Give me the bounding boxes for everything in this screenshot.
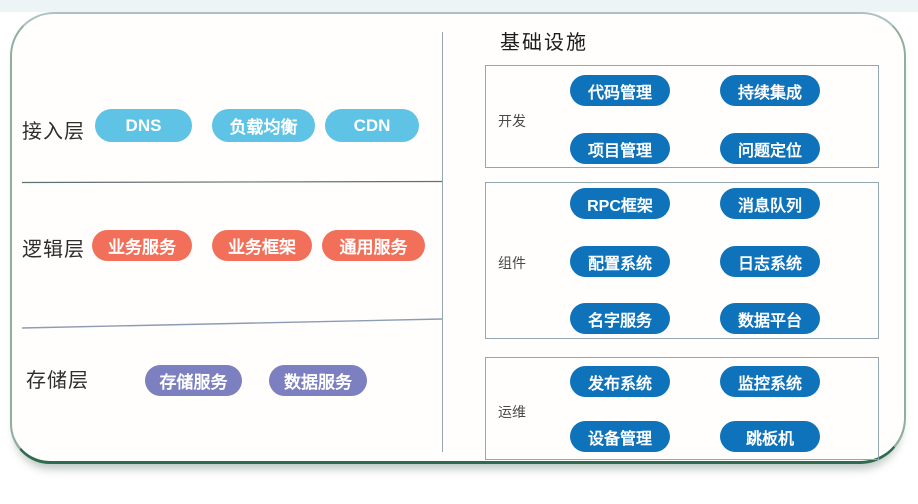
center-divider [442, 32, 443, 452]
architecture-diagram-card: 接入层 DNS 负载均衡 CDN 逻辑层 业务服务 业务框架 通用服务 存储层 … [10, 12, 906, 464]
background-strip [0, 0, 918, 12]
node-project-management: 项目管理 [570, 133, 670, 164]
node-device-management: 设备管理 [570, 421, 670, 452]
node-cdn: CDN [325, 109, 419, 142]
layer-label-logic: 逻辑层 [22, 239, 85, 261]
node-business-service: 业务服务 [92, 230, 192, 261]
layer-label-storage: 存储层 [26, 370, 89, 392]
node-business-framework: 业务框架 [212, 230, 312, 261]
node-message-queue: 消息队列 [720, 188, 820, 219]
node-config-system: 配置系统 [570, 246, 670, 277]
layer-label-access: 接入层 [22, 121, 85, 143]
node-continuous-integration: 持续集成 [720, 75, 820, 106]
infrastructure-title: 基础设施 [500, 32, 588, 54]
node-release-system: 发布系统 [570, 366, 670, 397]
node-code-management: 代码管理 [570, 75, 670, 106]
node-data-platform: 数据平台 [720, 303, 820, 334]
node-load-balancer: 负载均衡 [212, 109, 315, 142]
node-dns: DNS [95, 109, 192, 142]
node-storage-service: 存储服务 [145, 365, 242, 396]
group-label-ops: 运维 [498, 404, 526, 420]
group-box-components: 组件 RPC框架 消息队列 配置系统 日志系统 名字服务 数据平台 [485, 182, 879, 339]
node-issue-locating: 问题定位 [720, 133, 820, 164]
node-jump-server: 跳板机 [720, 421, 820, 452]
node-monitoring-system: 监控系统 [720, 366, 820, 397]
node-data-service: 数据服务 [269, 365, 367, 396]
node-log-system: 日志系统 [720, 246, 820, 277]
node-general-service: 通用服务 [322, 230, 425, 261]
node-naming-service: 名字服务 [570, 303, 670, 334]
group-box-dev: 开发 代码管理 持续集成 项目管理 问题定位 [485, 65, 879, 168]
group-box-ops: 运维 发布系统 监控系统 设备管理 跳板机 [485, 357, 879, 460]
node-rpc-framework: RPC框架 [570, 188, 670, 219]
group-label-dev: 开发 [498, 113, 526, 129]
group-label-components: 组件 [498, 255, 526, 271]
